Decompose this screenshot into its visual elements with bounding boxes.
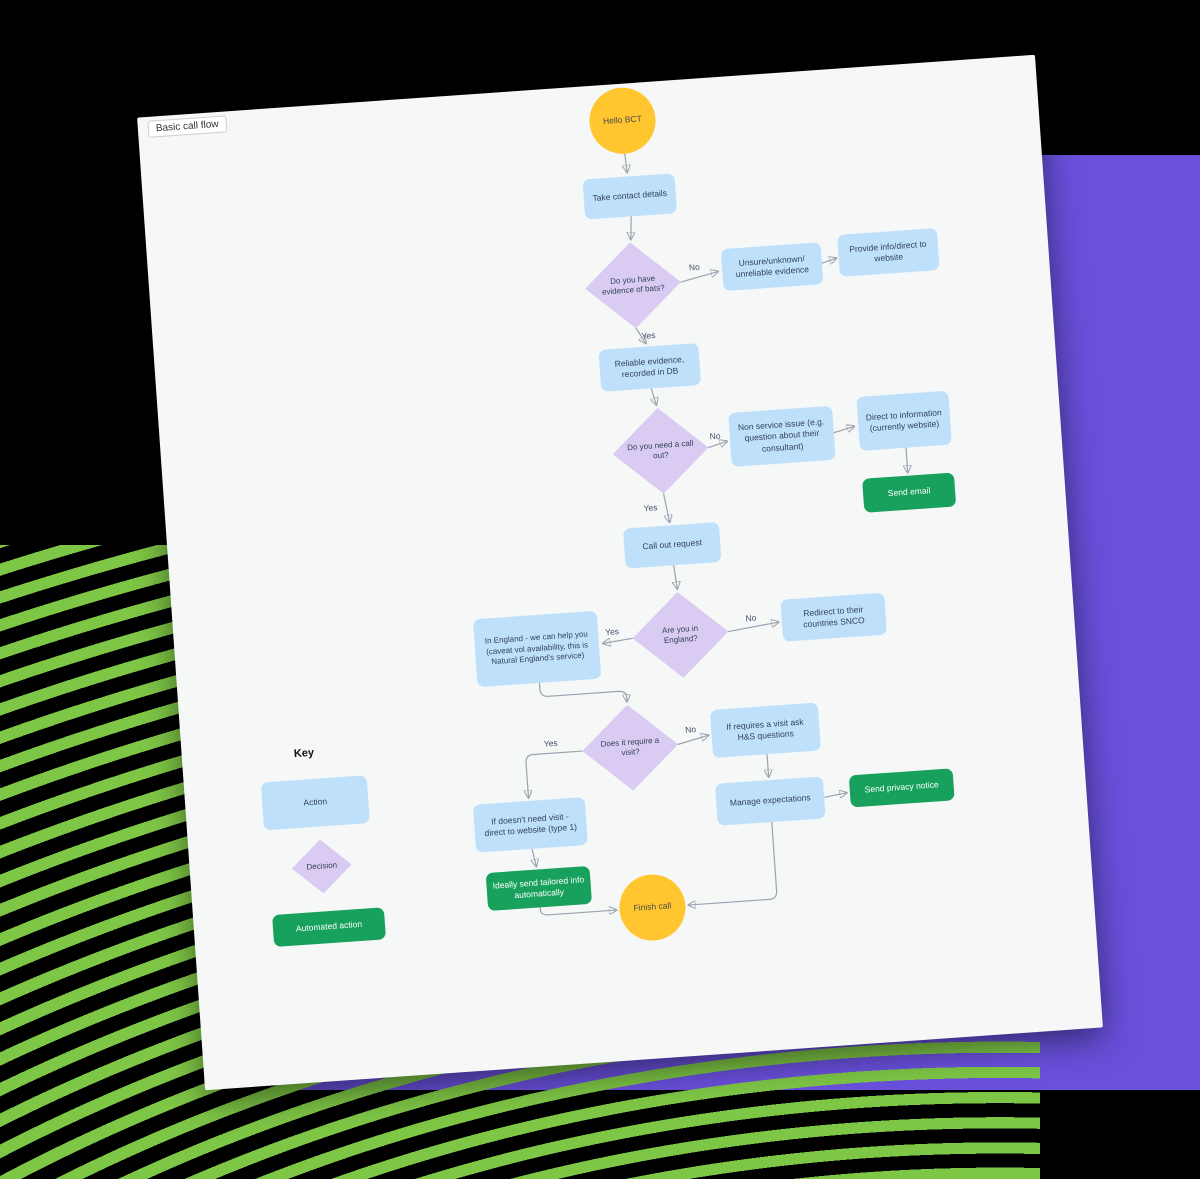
connector-england-inengland [603,637,634,643]
node-tailored-info[interactable]: Ideally send tailored info automatically [485,865,593,912]
node-non-service-issue[interactable]: Non service issue (e.g. question about t… [728,405,836,467]
edge-label-visit-yes: Yes [543,737,558,749]
edge-label-evidence-yes: Yes [641,329,656,341]
node-redirect-snco[interactable]: Redirect to their countries SNCO [780,592,887,642]
node-england-question[interactable]: Are you in England? [630,589,732,681]
connector-start-take-contact [625,153,627,173]
node-callout-question[interactable]: Do you need a call out? [610,405,712,497]
node-reliable-evidence[interactable]: Reliable evidence, recorded in DB [598,342,702,392]
connectors-layer [137,153,1103,916]
flowchart-board: Basic call flow [137,54,1103,1091]
connector-visit-novisit [526,750,583,798]
node-hs-questions[interactable]: If requires a visit ask H&S questions [709,702,821,758]
node-unsure-evidence[interactable]: Unsure/unknown/ unreliable evidence [720,242,824,292]
connector-calloutrequest-england [674,564,678,589]
node-evidence-question[interactable]: Do you have evidence of bats? [582,239,684,331]
connector-manage-finish [683,821,778,905]
edge-label-england-no: No [745,612,757,624]
connector-nonservice-directinfo [833,426,854,434]
legend-heading: Key [293,746,315,761]
connector-directinfo-sendemail [906,447,908,473]
connector-inengland-visit [538,682,628,708]
legend-action-swatch[interactable]: Action [260,775,370,831]
connector-tailored-finish [539,902,616,916]
node-take-contact-details[interactable]: Take contact details [582,173,678,220]
connector-callout-calloutrequest [663,493,670,522]
node-in-england-help[interactable]: In England - we can help you (caveat vol… [472,610,602,688]
connector-unsure-provide [821,258,837,263]
connector-hs-manage [767,753,769,777]
node-visit-question[interactable]: Does it require a visit? [579,701,681,793]
edge-label-callout-no: No [709,430,721,442]
node-direct-to-information[interactable]: Direct to information (currently website… [856,390,952,451]
connector-reliable-callout [651,387,656,405]
node-call-out-request[interactable]: Call out request [622,521,722,569]
connector-manage-privacy [823,793,847,798]
connector-evidence-reliable [635,327,646,345]
connector-callout-nonservice [707,441,727,449]
edge-label-evidence-no: No [688,261,701,273]
node-send-email[interactable]: Send email [862,472,957,513]
edge-label-callout-yes: Yes [643,502,658,514]
connector-take-contact-evidence [629,215,633,239]
node-provide-info-website[interactable]: Provide info/direct to website [836,228,940,277]
connector-england-redirect [727,622,779,633]
edge-label-visit-no: No [684,724,697,735]
node-manage-expectations[interactable]: Manage expectations [714,776,826,826]
legend-decision-swatch[interactable]: Decision [290,837,354,895]
node-no-visit-website[interactable]: If doesn't need visit - direct to websit… [472,797,588,853]
edge-label-england-yes: Yes [604,626,620,638]
connector-novisit-tailored [532,848,536,867]
connector-visit-hs [677,735,709,745]
connector-evidence-unsure [680,271,718,283]
